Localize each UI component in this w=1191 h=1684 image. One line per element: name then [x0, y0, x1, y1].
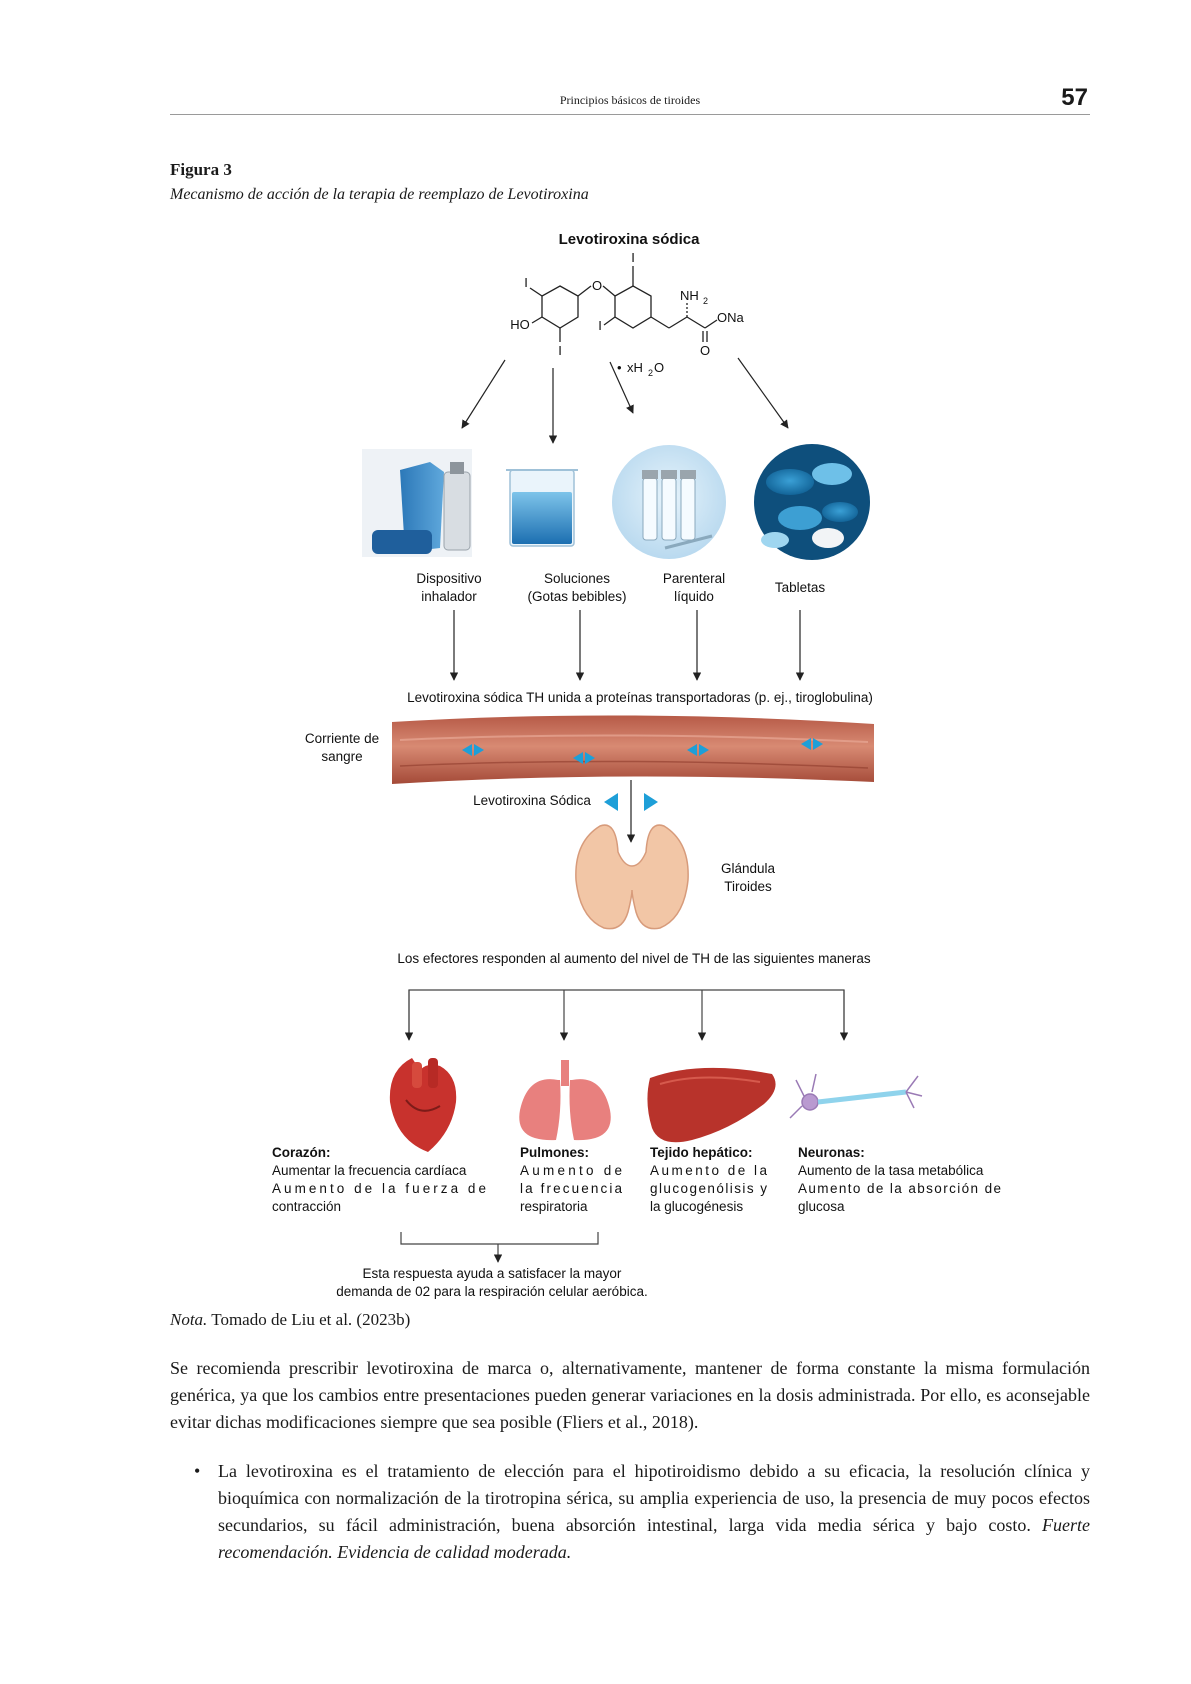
organ-name-lungs: Pulmones:	[520, 1145, 589, 1160]
svg-text:I: I	[631, 250, 635, 265]
bullet-emphasis: Fuerte recomendación. Evidencia de calid…	[218, 1515, 1090, 1562]
svg-text:O: O	[592, 278, 602, 293]
svg-text:Aumento de la tasa metabólica: Aumento de la tasa metabólica	[798, 1163, 984, 1178]
levothyroxine-label: Levotiroxina Sódica	[473, 793, 591, 808]
response-text-1: Esta respuesta ayuda a satisfacer la may…	[363, 1266, 622, 1281]
thyroid-gland-image	[575, 824, 689, 930]
bloodstream-label-2: sangre	[321, 749, 362, 764]
gland-label-1: Glándula	[721, 861, 776, 876]
svg-text:Aumento de: Aumento de	[520, 1163, 622, 1178]
svg-text:I: I	[558, 343, 562, 358]
svg-text:glucogenólisis y: glucogenólisis y	[650, 1181, 767, 1196]
transport-label: Levotiroxina sódica TH unida a proteínas…	[407, 690, 873, 705]
form-label-tablets: Tabletas	[775, 580, 826, 595]
neuron-image	[789, 1073, 923, 1119]
svg-text:glucosa: glucosa	[798, 1199, 845, 1214]
svg-text:inhalador: inhalador	[421, 589, 477, 604]
page-header: Principios básicos de tiroides 57	[170, 84, 1090, 115]
svg-text:ONa: ONa	[717, 310, 745, 325]
levothyroxine-structure	[529, 266, 718, 342]
compound-title: Levotiroxina sódica	[559, 231, 701, 248]
inhaler-image	[362, 449, 472, 557]
beaker-image	[506, 469, 578, 547]
bloodstream-label-1: Corriente de	[305, 731, 379, 746]
form-label-inhaler: Dispositivo	[416, 571, 481, 586]
response-bracket	[400, 1232, 599, 1263]
figure-note: Nota. Tomado de Liu et al. (2023b)	[170, 1310, 410, 1330]
organ-name-heart: Corazón:	[272, 1145, 331, 1160]
svg-text:Aumentar la frecuencia cardíac: Aumentar la frecuencia cardíaca	[272, 1163, 467, 1178]
svg-text:Aumento de la fuerza de: Aumento de la fuerza de	[272, 1181, 486, 1196]
svg-text:I: I	[524, 275, 528, 290]
lungs-image	[519, 1060, 611, 1141]
svg-text:respiratoria: respiratoria	[520, 1199, 588, 1214]
svg-text:NH: NH	[680, 288, 699, 303]
heart-image	[389, 1058, 457, 1152]
svg-text:Aumento de la: Aumento de la	[650, 1163, 767, 1178]
bullet-item: • La levotiroxina es el tratamiento de el…	[194, 1458, 1090, 1566]
effectors-label: Los efectores responden al aumento del n…	[397, 951, 871, 966]
svg-text:O: O	[654, 360, 664, 375]
body-paragraph: Se recomienda prescribir levotiroxina de…	[170, 1358, 1090, 1432]
form-arrows	[461, 357, 789, 444]
form-label-parenteral: Parenteral	[663, 571, 725, 586]
gland-label-2: Tiroides	[724, 879, 772, 894]
figure-caption: Mecanismo de acción de la terapia de ree…	[170, 186, 589, 203]
svg-text:Aumento de la absorción de: Aumento de la absorción de	[798, 1181, 1001, 1196]
form-label-solutions: Soluciones	[544, 571, 610, 586]
liver-image	[647, 1067, 776, 1143]
mechanism-diagram: Levotiroxina sódica I O I HO I I NH 2 ON…	[272, 231, 1001, 1299]
svg-text:contracción: contracción	[272, 1199, 341, 1214]
response-text-2: demanda de 02 para la respiración celula…	[336, 1284, 647, 1299]
vials-image	[612, 445, 726, 559]
svg-text:2: 2	[703, 296, 708, 306]
figure-label: Figura 3	[170, 160, 232, 179]
effector-bracket	[404, 989, 849, 1041]
note-label: Nota.	[170, 1310, 208, 1329]
running-title: Principios básicos de tiroides	[559, 93, 701, 107]
svg-text:líquido: líquido	[674, 589, 714, 604]
svg-text:HO: HO	[510, 317, 530, 332]
note-text: Tomado de Liu et al. (2023b)	[211, 1310, 411, 1329]
structure-labels: I O I HO I I NH 2 ONa O • xH 2 O	[510, 250, 744, 378]
svg-text:I: I	[598, 318, 602, 333]
organ-name-neurons: Neuronas:	[798, 1145, 865, 1160]
carrier-arrows	[462, 738, 823, 764]
svg-text:O: O	[700, 343, 710, 358]
transport-arrows	[449, 610, 805, 681]
release-arrows	[604, 793, 658, 811]
organ-labels: Corazón: Aumentar la frecuencia cardíaca…	[272, 1145, 1001, 1214]
svg-text:xH: xH	[627, 360, 643, 375]
page-number: 57	[1061, 84, 1088, 111]
svg-text:•: •	[617, 360, 622, 375]
bullet-marker: •	[194, 1461, 201, 1481]
form-labels: Dispositivo inhalador Soluciones (Gotas …	[416, 571, 825, 604]
organ-name-liver: Tejido hepático:	[650, 1145, 753, 1160]
svg-text:la frecuencia: la frecuencia	[520, 1181, 622, 1196]
tablets-image	[754, 444, 870, 560]
bullet-text: La levotiroxina es el tratamiento de ele…	[218, 1461, 1090, 1535]
blood-vessel	[392, 715, 874, 784]
svg-text:la glucogénesis: la glucogénesis	[650, 1199, 743, 1214]
svg-text:2: 2	[648, 368, 653, 378]
svg-text:(Gotas bebibles): (Gotas bebibles)	[527, 589, 626, 604]
